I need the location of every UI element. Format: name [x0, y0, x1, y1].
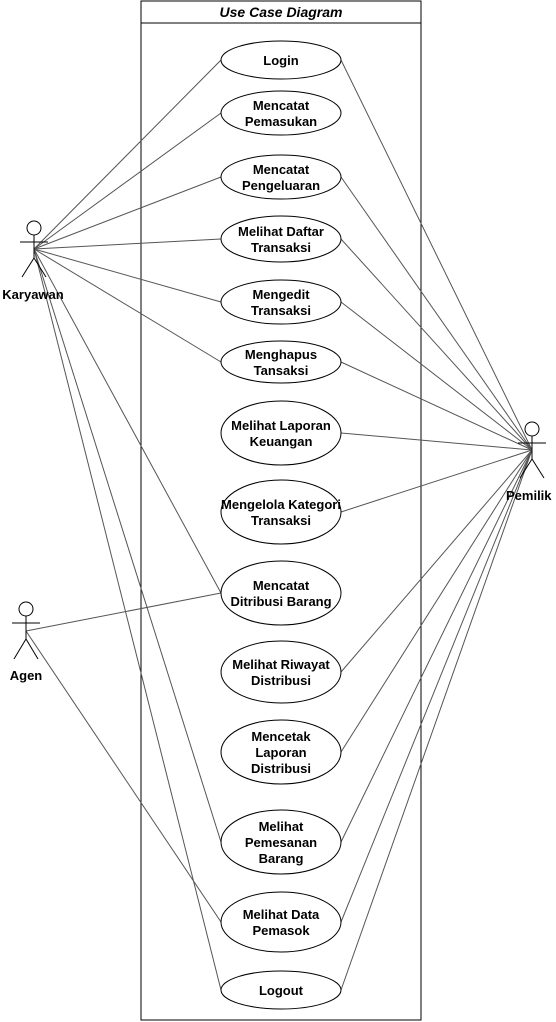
- association-pemilik-melihat-data-pemasok: [340, 449, 533, 923]
- use-case-label-line: Login: [263, 53, 298, 68]
- association-agen-mencatat-ditribusi-barang: [25, 592, 222, 632]
- use-case-label-line: Mencetak: [251, 729, 311, 744]
- use-case-ellipse: [220, 40, 342, 80]
- association-pemilik-melihat-daftar-transaksi: [340, 238, 533, 451]
- use-case-ellipse: [220, 560, 342, 626]
- actor-karyawan-label: Karyawan: [2, 287, 63, 302]
- use-case-label-line: Keuangan: [250, 434, 313, 449]
- association-karyawan-mencatat-pengeluaran: [33, 176, 222, 250]
- use-case-label-line: Barang: [259, 851, 304, 866]
- use-case-label-line: Mencatat: [253, 578, 310, 593]
- actor-agen[interactable]: Agen: [10, 601, 43, 683]
- use-case-ellipse: [220, 215, 342, 263]
- association-karyawan-mencatat-ditribusi-barang: [33, 248, 222, 594]
- use-case-label-line: Mengedit: [252, 287, 310, 302]
- association-karyawan-logout: [33, 248, 222, 991]
- association-karyawan-melihat-daftar-transaksi: [33, 238, 222, 250]
- use-case-label-line: Tansaksi: [254, 363, 309, 378]
- association-pemilik-menghapus-tansaksi: [340, 361, 533, 451]
- use-case-label-line: Melihat Laporan: [231, 418, 331, 433]
- actor-agen-label: Agen: [10, 668, 43, 683]
- use-case-label-line: Transaksi: [251, 240, 311, 255]
- use-case-login[interactable]: Login: [220, 40, 342, 80]
- use-cases: LoginMencatatPemasukanMencatatPengeluara…: [220, 40, 342, 1010]
- use-case-label-line: Melihat Data: [243, 907, 320, 922]
- association-karyawan-login: [33, 59, 222, 250]
- system-title: Use Case Diagram: [220, 4, 343, 20]
- association-pemilik-logout: [340, 449, 533, 991]
- association-pemilik-melihat-pemesanan-barang: [340, 449, 533, 843]
- use-case-ellipse: [220, 970, 342, 1010]
- use-case-label-line: Laporan: [255, 745, 306, 760]
- actor-pemilik[interactable]: Pemilik: [506, 421, 552, 503]
- association-pemilik-mengedit-transaksi: [340, 301, 533, 451]
- use-case-ellipse: [220, 340, 342, 384]
- actor-karyawan[interactable]: Karyawan: [2, 220, 64, 302]
- association-karyawan-mengedit-transaksi: [33, 248, 222, 303]
- use-case-ellipse: [220, 479, 342, 545]
- actor-pemilik-label: Pemilik: [506, 488, 552, 503]
- association-karyawan-mencatat-pemasukan: [33, 112, 222, 250]
- association-pemilik-mencatat-pengeluaran: [340, 176, 533, 451]
- use-case-label-line: Distribusi: [251, 761, 311, 776]
- use-case-label-line: Transaksi: [251, 513, 311, 528]
- association-pemilik-login: [340, 59, 533, 451]
- use-case-logout[interactable]: Logout: [220, 970, 342, 1010]
- use-case-ellipse: [220, 809, 342, 875]
- actor-agen-left-leg: [13, 638, 27, 660]
- use-case-label-line: Ditribusi Barang: [230, 594, 331, 609]
- use-case-label-line: Transaksi: [251, 303, 311, 318]
- association-lines: [25, 59, 533, 991]
- use-case-label-line: Logout: [259, 983, 304, 998]
- association-pemilik-melihat-laporan-keuangan: [340, 432, 533, 451]
- actor-agen-right-leg: [25, 638, 39, 660]
- association-agen-melihat-data-pemasok: [25, 630, 222, 923]
- use-case-ellipse: [220, 400, 342, 466]
- association-pemilik-melihat-riwayat-distribusi: [340, 449, 533, 673]
- use-case-ellipse: [220, 90, 342, 136]
- use-case-label-line: Pemasukan: [245, 114, 317, 129]
- use-case-label-line: Melihat Daftar: [238, 224, 324, 239]
- use-case-label-line: Distribusi: [251, 673, 311, 688]
- use-case-ellipse: [220, 154, 342, 200]
- use-case-ellipse: [220, 640, 342, 704]
- use-case-ellipse: [220, 279, 342, 325]
- actor-pemilik-right-leg: [531, 458, 545, 479]
- actor-pemilik-head: [524, 421, 540, 437]
- use-case-ellipse: [220, 891, 342, 953]
- use-case-label-line: Menghapus: [245, 347, 317, 362]
- association-pemilik-mengelola-kategori-transaksi: [340, 449, 533, 513]
- use-case-label-line: Pemasok: [252, 923, 310, 938]
- association-pemilik-mencetak-laporan-distribusi: [340, 449, 533, 753]
- use-case-label-line: Pemesanan: [245, 835, 317, 850]
- use-case-label-line: Melihat: [259, 819, 304, 834]
- actor-pemilik-left-leg: [519, 458, 533, 479]
- use-case-label-line: Mencatat: [253, 162, 310, 177]
- association-karyawan-menghapus-tansaksi: [33, 248, 222, 363]
- use-case-label-line: Melihat Riwayat: [232, 657, 330, 672]
- use-case-label-line: Pengeluaran: [242, 178, 320, 193]
- use-case-label-line: Mengelola Kategori: [221, 497, 341, 512]
- actor-karyawan-left-leg: [21, 257, 35, 278]
- use-case-label-line: Mencatat: [253, 98, 310, 113]
- use-case-ellipse: [220, 719, 342, 785]
- association-karyawan-melihat-pemesanan-barang: [33, 248, 222, 843]
- actor-karyawan-head: [26, 220, 42, 236]
- actor-agen-head: [18, 601, 34, 617]
- actor-karyawan-right-leg: [33, 257, 47, 278]
